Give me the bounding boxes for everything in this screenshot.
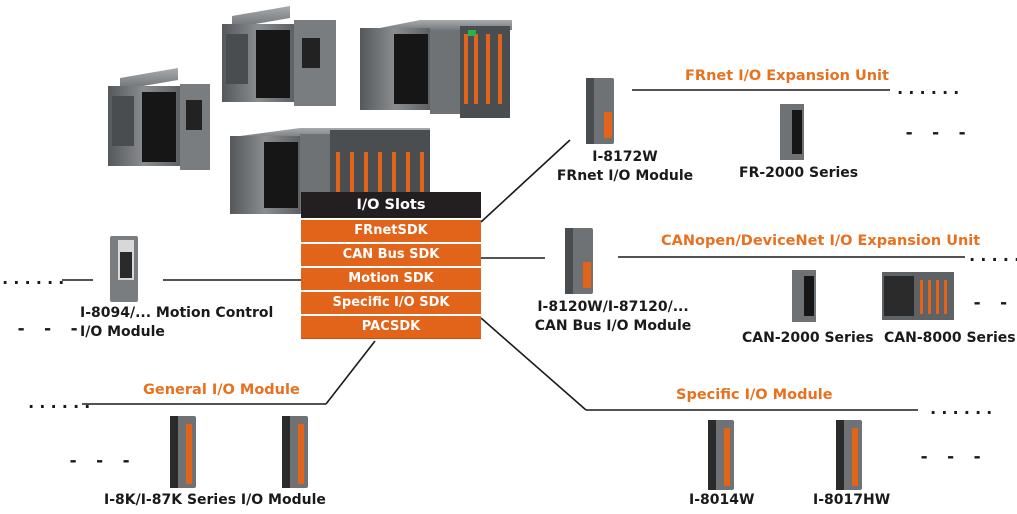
frnet-more-dashes: - - - — [904, 123, 971, 143]
motion-module-label: I-8094/... Motion Control I/O Module — [80, 304, 273, 342]
motion-module-image — [110, 236, 138, 302]
io-slots-stack: I/O Slots FRnetSDK CAN Bus SDK Motion SD… — [301, 192, 481, 339]
can2000-label: CAN-2000 Series — [742, 330, 874, 346]
frnet-module-label: I-8172W FRnet I/O Module — [557, 148, 693, 186]
pac-controller-top-left — [108, 68, 210, 170]
motion-module-desc: I/O Module — [80, 324, 165, 340]
fr2000-image — [780, 104, 804, 160]
specific-io-title: Specific I/O Module — [676, 387, 833, 403]
can-more-dots: ...... — [967, 246, 1017, 266]
motion-module-name: I-8094/... Motion Control — [80, 305, 274, 321]
pac-controller-top-middle — [222, 6, 336, 106]
general-io-label: I-8K/I-87K Series I/O Module — [104, 492, 326, 508]
can-module-image — [565, 228, 593, 294]
frnet-module-desc: FRnet I/O Module — [556, 168, 694, 184]
specific-io-image-2 — [836, 420, 862, 490]
specific-more-dashes: - - - — [919, 447, 986, 467]
can8000-image — [882, 272, 954, 320]
pac-controller-top-right — [360, 20, 512, 118]
line-to-general — [325, 340, 376, 405]
frnet-expansion-title: FRnet I/O Expansion Unit — [685, 68, 889, 84]
can-module-name: I-8120W/I-87120/... — [537, 299, 689, 315]
sdk-can-bus: CAN Bus SDK — [301, 242, 481, 266]
can8000-label: CAN-8000 Series — [884, 330, 1016, 346]
motion-more-dots: ...... — [0, 269, 68, 289]
frnet-module-image — [586, 78, 614, 144]
general-io-image-1 — [170, 416, 196, 488]
fr2000-label: FR-2000 Series — [739, 165, 859, 181]
motion-more-dashes: - - - — [16, 319, 83, 339]
general-more-dashes: - - - — [68, 451, 135, 471]
connector-lines — [62, 89, 965, 411]
general-io-image-2 — [282, 416, 308, 488]
sdk-pac: PACSDK — [301, 314, 481, 339]
frnet-more-dots: ...... — [895, 79, 963, 99]
specific-more-dots: ...... — [928, 399, 996, 419]
can-expansion-title: CANopen/DeviceNet I/O Expansion Unit — [661, 233, 981, 249]
can2000-image — [792, 270, 816, 322]
frnet-module-name: I-8172W — [592, 149, 658, 165]
can-module-desc: CAN Bus I/O Module — [534, 318, 692, 334]
line-to-specific — [480, 317, 587, 411]
io-slots-header: I/O Slots — [301, 192, 481, 218]
specific-io-image-1 — [708, 420, 734, 490]
specific-io-model-a: I-8014W — [689, 492, 755, 508]
line-to-frnet-module — [480, 139, 571, 223]
sdk-specific-io: Specific I/O SDK — [301, 290, 481, 314]
specific-io-model-b: I-8017HW — [813, 492, 891, 508]
sdk-motion: Motion SDK — [301, 266, 481, 290]
can-more-dashes: - - - — [972, 293, 1017, 313]
can-module-label: I-8120W/I-87120/... CAN Bus I/O Module — [535, 298, 691, 336]
general-io-title: General I/O Module — [143, 382, 300, 398]
general-more-dots: ...... — [26, 393, 94, 413]
sdk-frnet: FRnetSDK — [301, 218, 481, 242]
